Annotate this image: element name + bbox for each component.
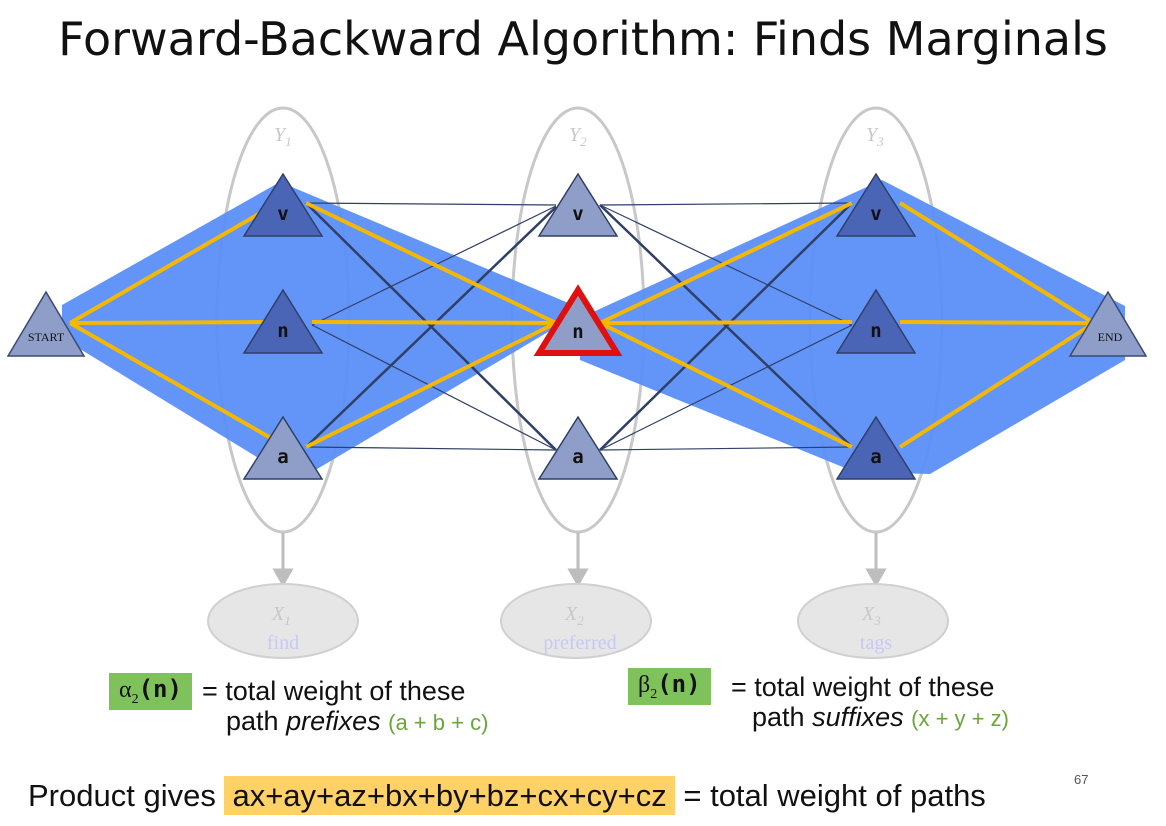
word-tags: tags <box>860 632 892 654</box>
alpha-arg: (n) <box>138 675 182 703</box>
end-node: END <box>1068 290 1148 357</box>
x2-ellipse <box>500 583 652 659</box>
product-prefix: Product gives <box>28 778 216 813</box>
svg-text:a: a <box>870 446 881 468</box>
beta-symbol: β <box>638 672 651 698</box>
beta-sub: 2 <box>650 686 658 702</box>
y2-label: Y2 <box>569 124 587 149</box>
product-line: Product gives ax+ay+az+bx+by+bz+cx+cy+cz… <box>28 776 986 815</box>
svg-text:v: v <box>572 203 583 225</box>
alpha-expression: (a + b + c) <box>388 710 489 735</box>
word-preferred: preferred <box>543 632 616 654</box>
alpha-box: α2(n) <box>109 673 192 710</box>
end-label: END <box>1098 330 1123 344</box>
alpha-symbol: α <box>119 677 132 703</box>
alpha-text-line1: = total weight of these <box>202 676 466 706</box>
x2-label: X2 <box>564 603 584 628</box>
x1-label: X1 <box>271 603 291 628</box>
beta-expression: (x + y + z) <box>911 706 1009 731</box>
y3-node-v: v <box>835 172 917 237</box>
svg-text:v: v <box>870 203 881 225</box>
product-suffix: = total weight of paths <box>683 778 986 813</box>
start-node: START <box>6 290 86 357</box>
y1-node-a: a <box>242 415 324 480</box>
page-number: 67 <box>1074 772 1089 787</box>
product-expression: ax+ay+az+bx+by+bz+cx+cy+cz <box>224 776 675 815</box>
alpha-sub: 2 <box>131 691 139 707</box>
svg-text:n: n <box>870 320 881 342</box>
svg-text:a: a <box>572 446 583 468</box>
start-label: START <box>28 330 65 344</box>
beta-text-line2: path suffixes (x + y + z) <box>752 702 1009 732</box>
svg-text:a: a <box>277 446 288 468</box>
y1-node-v: v <box>242 172 324 237</box>
alpha-text-line2: path prefixes (a + b + c) <box>226 706 489 736</box>
svg-text:n: n <box>572 321 583 343</box>
y3-node-n: n <box>835 288 917 354</box>
y1-label: Y1 <box>274 124 292 149</box>
thick-edges <box>305 202 853 451</box>
beta-box: β2(n) <box>628 668 711 705</box>
orange-paths <box>68 198 1096 449</box>
y2-node-v: v <box>537 172 619 237</box>
slide-title: Forward-Backward Algorithm: Finds Margin… <box>58 12 1108 66</box>
y3-label: Y3 <box>866 124 884 149</box>
y2-node-a: a <box>537 415 619 480</box>
word-find: find <box>267 632 299 654</box>
y-to-x-arrows <box>272 533 887 588</box>
x3-ellipse <box>797 583 949 659</box>
x3-label: X3 <box>861 603 881 628</box>
beta-arg: (n) <box>657 670 701 698</box>
x1-ellipse <box>207 583 359 659</box>
alpha-region <box>62 182 585 472</box>
y2-node-n-selected: n <box>533 284 623 356</box>
beta-text-line1: = total weight of these <box>731 672 995 702</box>
svg-text:n: n <box>277 320 288 342</box>
y1-node-n: n <box>242 288 324 354</box>
y3-node-a: a <box>835 415 917 480</box>
svg-text:v: v <box>277 203 288 225</box>
